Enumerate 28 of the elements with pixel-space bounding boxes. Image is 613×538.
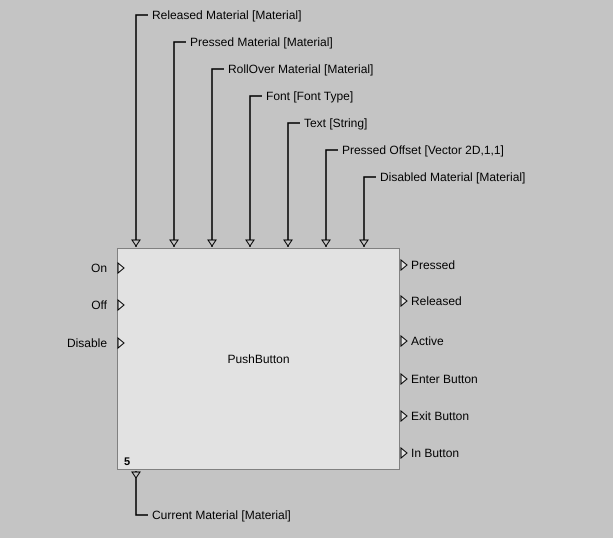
block-title: PushButton [227, 351, 290, 367]
parameter-label: Pressed Offset [Vector 2D,1,1] [338, 142, 504, 158]
output-label: Released [411, 293, 462, 309]
output-label: In Button [411, 445, 460, 461]
building-block-box [117, 248, 400, 470]
parameter-label: RollOver Material [Material] [224, 61, 374, 77]
leader-line [284, 122, 300, 247]
parameter-label: Font [Font Type] [262, 88, 354, 104]
leader-line [170, 41, 186, 247]
input-label: Disable [66, 335, 107, 351]
output-label: Pressed [411, 257, 456, 273]
parameter-label: Text [String] [300, 115, 368, 131]
output-label: Active [411, 333, 444, 349]
parameter-label: Disabled Material [Material] [376, 169, 526, 185]
leader-line [360, 176, 376, 247]
priority-number: 5 [124, 455, 130, 470]
input-label: Off [90, 297, 107, 313]
input-label: On [90, 260, 107, 276]
leader-line [246, 95, 262, 247]
leader-line [208, 68, 224, 247]
leader-line [132, 14, 148, 247]
output-label: Enter Button [411, 371, 478, 387]
output-label: Exit Button [411, 408, 470, 424]
leader-line [132, 471, 148, 516]
parameter-label: Pressed Material [Material] [186, 34, 333, 50]
parameter-label: Released Material [Material] [148, 7, 302, 23]
parameter-label: Current Material [Material] [148, 507, 291, 523]
leader-line [322, 149, 338, 247]
